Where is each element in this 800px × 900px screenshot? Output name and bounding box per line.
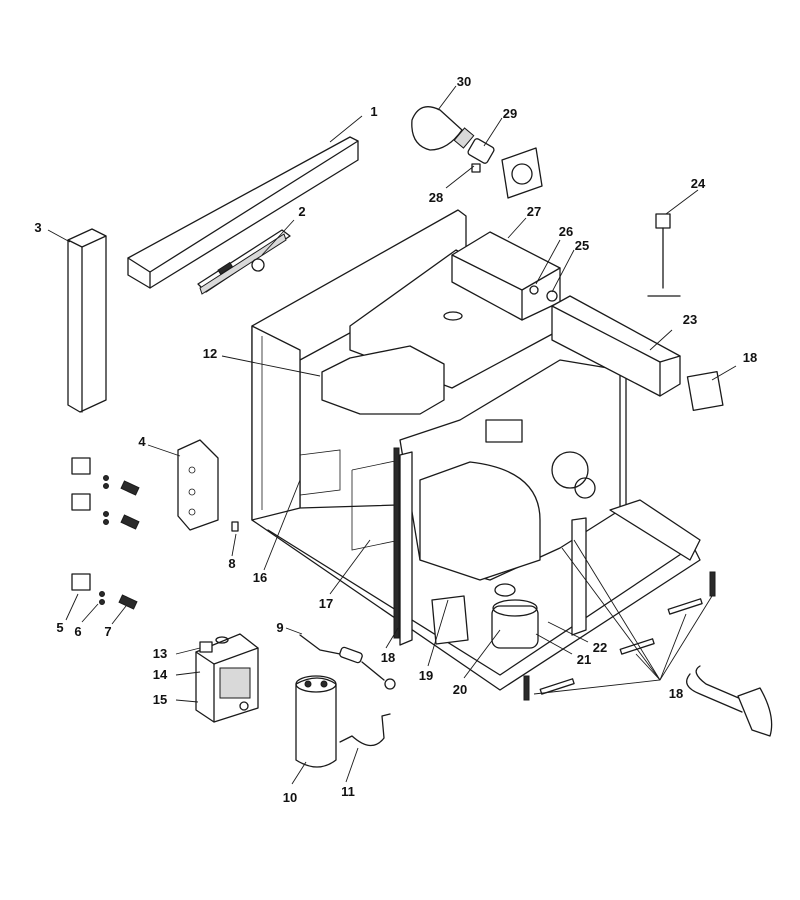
callout-3: 3 <box>34 220 41 235</box>
callout-10: 10 <box>283 790 297 805</box>
callout-20: 20 <box>453 682 467 697</box>
callout-12: 12 <box>203 346 217 361</box>
power-cord <box>686 665 773 737</box>
callout-1: 1 <box>370 104 377 119</box>
part-11-capacitor-bracket <box>339 713 391 747</box>
part-6-screws <box>99 475 109 605</box>
part-24-thermistor <box>647 213 681 297</box>
callout-21: 21 <box>577 652 591 667</box>
callout-16: 16 <box>253 570 267 585</box>
part-1-top-trim <box>127 136 359 289</box>
callout-25: 25 <box>575 238 589 253</box>
callout-6: 6 <box>74 624 81 639</box>
callout-18-bottom: 18 <box>669 686 683 701</box>
callout-17: 17 <box>319 596 333 611</box>
callout-4: 4 <box>138 434 146 449</box>
callout-8: 8 <box>228 556 235 571</box>
callout-19: 19 <box>419 668 433 683</box>
callout-30: 30 <box>457 74 471 89</box>
part-28-lamp-bracket <box>471 163 481 173</box>
callout-7: 7 <box>104 624 111 639</box>
part-18-strips <box>393 370 724 701</box>
part-5-switch <box>71 457 91 591</box>
callout-18-top: 18 <box>743 350 757 365</box>
part-25-sensor <box>546 290 558 302</box>
callout-29: 29 <box>503 106 517 121</box>
callout-18-center: 18 <box>381 650 395 665</box>
part-7-switch-lever <box>118 480 140 610</box>
callout-2: 2 <box>298 204 305 219</box>
part-4-switch-holder <box>177 439 219 531</box>
part-8-clip <box>231 521 239 532</box>
part-9-diode <box>299 634 396 690</box>
callout-24: 24 <box>691 176 706 191</box>
callout-11: 11 <box>341 784 355 799</box>
part-3-side-trim <box>67 228 107 413</box>
leader-lines <box>47 85 737 785</box>
part-2-control-board <box>197 229 291 295</box>
part-20-fan-motor <box>491 583 539 649</box>
part-13-thermal-cutout <box>199 636 229 653</box>
callout-22: 22 <box>593 640 607 655</box>
callout-26: 26 <box>559 224 573 239</box>
callout-13: 13 <box>153 646 167 661</box>
part-15-magnetron <box>195 633 259 723</box>
callout-23: 23 <box>683 312 697 327</box>
part-23-rear-duct <box>551 295 681 397</box>
callout-5: 5 <box>56 620 63 635</box>
callout-14: 14 <box>153 667 168 682</box>
part-lamp-cover <box>501 147 543 199</box>
callout-27: 27 <box>527 204 541 219</box>
part-26-fuse <box>529 285 539 295</box>
callout-9: 9 <box>276 620 283 635</box>
part-10-capacitor <box>295 675 337 768</box>
part-30-lamp-bulb <box>411 106 475 151</box>
callout-15: 15 <box>153 692 167 707</box>
part-29-lamp-socket <box>467 138 495 164</box>
callout-28: 28 <box>429 190 443 205</box>
part-19-fan-blade <box>431 595 469 645</box>
main-cabinet <box>251 209 701 691</box>
callout-labels: 1 2 3 4 5 6 7 8 9 10 11 12 13 14 15 16 1… <box>34 74 757 805</box>
